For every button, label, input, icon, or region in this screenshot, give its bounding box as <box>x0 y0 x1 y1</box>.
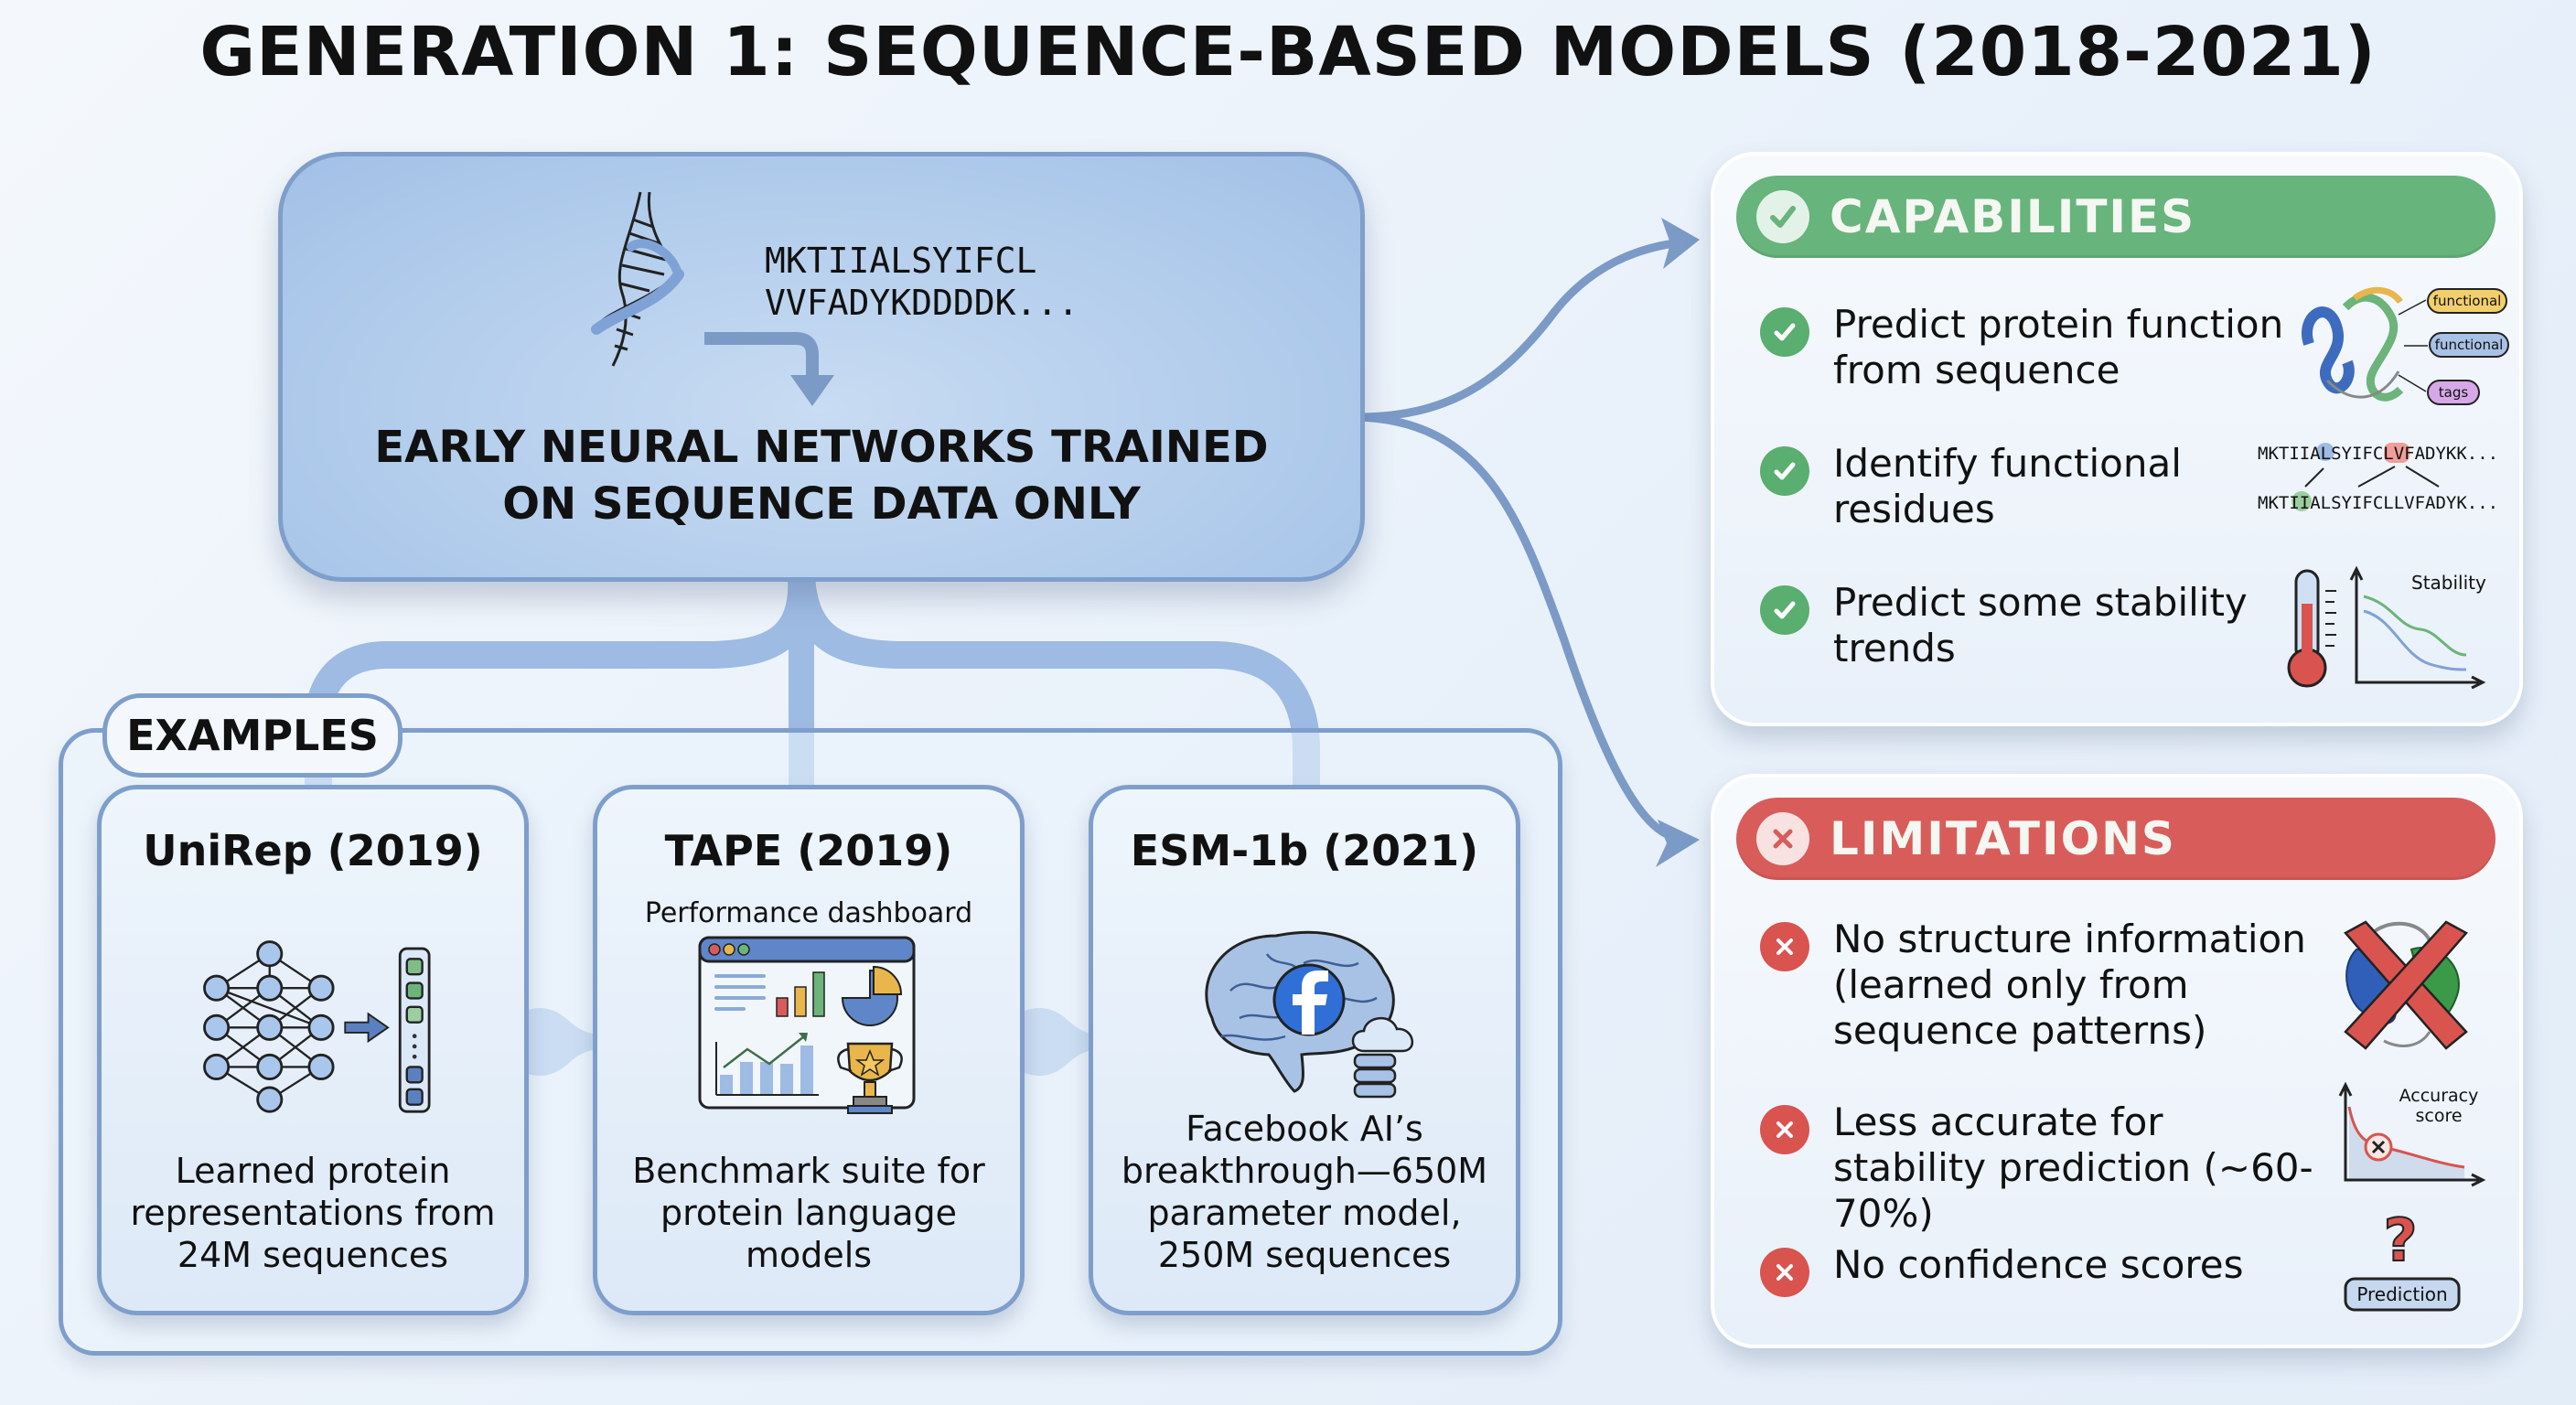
neural-network-icon <box>203 940 431 1113</box>
sequence-line-1: MKTIIALSYIFCL <box>765 241 1037 281</box>
limitations-panel: LIMITATIONS No structure information (le… <box>1711 774 2523 1348</box>
protein-label-2: functional <box>2435 337 2504 353</box>
card-description: Benchmark suite for protein language mod… <box>632 1151 985 1275</box>
capabilities-panel: CAPABILITIES Predict protein function fr… <box>1711 152 2523 726</box>
x-circle-icon <box>1756 812 1809 865</box>
card-title: UniRep (2019) <box>143 826 483 875</box>
page-title: GENERATION 1: SEQUENCE-BASED MODELS (201… <box>199 13 2377 91</box>
limitation-text: No structure information (learned only f… <box>1833 917 2306 1053</box>
card-description: Learned protein representations from 24M… <box>130 1151 496 1275</box>
limitation-item: Less accurate for stability prediction (… <box>1760 1099 2327 1237</box>
dashboard-trophy-icon <box>698 936 916 1114</box>
example-card-tape[interactable]: TAPE (2019) Performance dashboard Benchm… <box>593 785 1025 1315</box>
card-subtitle: Performance dashboard <box>644 897 973 929</box>
x-icon <box>1760 1248 1809 1297</box>
example-card-unirep[interactable]: UniRep (2019) Learned protein representa… <box>97 785 529 1315</box>
capability-item: Predict protein function from sequence <box>1760 302 2327 393</box>
x-icon <box>1760 1105 1809 1154</box>
thermometer-chart-icon: Stability <box>2287 565 2486 690</box>
protein-structure-icon: functional functional tags <box>2302 286 2509 405</box>
examples-label: EXAMPLES <box>102 693 402 778</box>
accuracy-chart-icon: Accuracy score <box>2338 1081 2486 1187</box>
check-icon <box>1760 585 1809 635</box>
arrow-to-capabilities <box>1353 239 1679 422</box>
main-caption-line-1: EARLY NEURAL NETWORKS TRAINED <box>374 422 1269 473</box>
card-description: Facebook AI’s breakthrough—650M paramete… <box>1121 1109 1488 1275</box>
crossed-protein-icon <box>2344 920 2468 1050</box>
accuracy-label-1: Accuracy <box>2399 1086 2479 1106</box>
limitation-text: No confidence scores <box>1833 1242 2244 1287</box>
main-caption-line-2: ON SEQUENCE DATA ONLY <box>502 478 1141 530</box>
check-icon <box>1760 307 1809 357</box>
limitation-item: No confidence scores <box>1760 1242 2327 1297</box>
limitation-item: No structure information (learned only f… <box>1760 917 2327 1054</box>
limitations-title: LIMITATIONS <box>1830 812 2176 865</box>
main-concept-box <box>278 152 1365 582</box>
check-circle-icon <box>1756 190 1809 243</box>
question-mark-icon: ? <box>2383 1207 2417 1275</box>
prediction-badge: Prediction <box>2356 1283 2447 1305</box>
check-icon <box>1760 446 1809 496</box>
x-icon <box>1760 922 1809 971</box>
card-title: TAPE (2019) <box>664 826 953 875</box>
capability-text: Predict protein function from sequence <box>1833 302 2284 392</box>
main-caption: EARLY NEURAL NETWORKS TRAINED ON SEQUENC… <box>278 419 1365 532</box>
protein-label-3: tags <box>2439 384 2469 401</box>
accuracy-label-2: score <box>2415 1106 2462 1126</box>
arrowhead-limitations <box>1656 820 1700 867</box>
stability-label: Stability <box>2411 572 2486 594</box>
capabilities-header: CAPABILITIES <box>1736 176 2496 258</box>
capability-item: Predict some stability trends <box>1760 580 2327 671</box>
sequence-line-2: VVFADYKDDDDK... <box>765 283 1079 323</box>
card-title: ESM-1b (2021) <box>1130 826 1479 875</box>
capabilities-title: CAPABILITIES <box>1830 190 2196 243</box>
capability-item: Identify functional residues <box>1760 441 2327 532</box>
question-prediction-icon: ? Prediction <box>2344 1207 2461 1312</box>
limitations-header: LIMITATIONS <box>1736 798 2496 880</box>
limitation-text: Less accurate for stability prediction (… <box>1833 1099 2313 1236</box>
down-arrow-icon <box>704 332 834 406</box>
brain-facebook-icon <box>1205 930 1414 1099</box>
sequence-alignment-icon: MKTIIALSYIFCLVFADYKK... MKTIIALSYIFCLLVF… <box>2258 443 2498 513</box>
capability-text: Identify functional residues <box>1833 441 2182 531</box>
sequence-bottom: MKTIIALSYIFCLLVFADYK... <box>2258 493 2498 513</box>
dna-helix-icon <box>591 191 684 367</box>
capability-text: Predict some stability trends <box>1833 580 2248 670</box>
protein-label-1: functional <box>2433 293 2502 309</box>
arrowhead-capabilities <box>1661 218 1700 269</box>
sequence-top: MKTIIALSYIFCLVFADYKK... <box>2258 444 2498 464</box>
example-card-esm1b[interactable]: ESM-1b (2021) Facebook AI’s breakthrough… <box>1089 785 1520 1315</box>
